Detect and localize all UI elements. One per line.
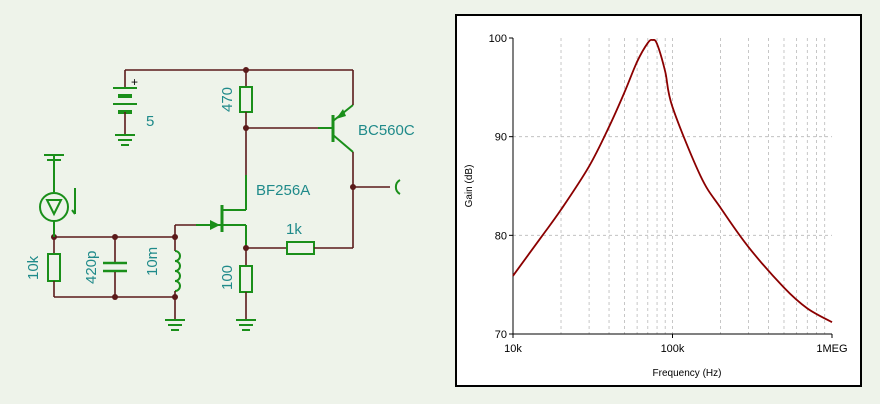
battery-value-label: 5 — [146, 113, 154, 130]
signal-source[interactable] — [39, 154, 76, 237]
inductor-10m[interactable] — [165, 237, 185, 331]
gain-chart: 70 80 90 100 10k 100k 1MEG Frequency (Hz) Gain… — [464, 33, 848, 379]
x-axis-label: Frequency (Hz) — [653, 368, 722, 379]
resistor-100-label: 100 — [219, 265, 236, 290]
pnp-label: BC560C — [358, 122, 415, 139]
resistor-470[interactable] — [239, 70, 253, 175]
output-terminal[interactable] — [394, 179, 401, 195]
jfet-label: BF256A — [256, 182, 310, 199]
x-tick-label: 100k — [661, 343, 685, 355]
x-tick-label: 10k — [504, 343, 522, 355]
y-tick-label: 100 — [489, 33, 507, 45]
pnp-transistor[interactable] — [318, 70, 354, 248]
y-tick-label: 90 — [495, 132, 507, 144]
gain-plot-panel: 70 80 90 100 10k 100k 1MEG Frequency (Hz) Gain… — [455, 14, 862, 387]
battery-polarity: + — [131, 75, 138, 89]
resistor-1k-label: 1k — [286, 221, 302, 238]
y-tick-label: 80 — [495, 230, 507, 242]
x-tick-label: 1MEG — [816, 343, 847, 355]
resistor-10k[interactable] — [47, 237, 61, 297]
capacitor-420p[interactable] — [103, 237, 127, 297]
resistor-1k[interactable] — [286, 241, 353, 255]
gain-curve — [512, 38, 833, 323]
capacitor-label: 420p — [83, 251, 100, 284]
y-tick-label: 70 — [495, 329, 507, 341]
jfet-transistor[interactable] — [196, 175, 247, 248]
circuit-schematic: + 5 470 BC560C BF256A — [25, 67, 415, 331]
y-axis-label: Gain (dB) — [464, 165, 475, 208]
resistor-10k-label: 10k — [25, 255, 42, 280]
inductor-label: 10m — [144, 247, 161, 276]
resistor-100[interactable] — [236, 248, 256, 331]
battery[interactable] — [113, 70, 137, 146]
resistor-470-label: 470 — [219, 87, 236, 112]
